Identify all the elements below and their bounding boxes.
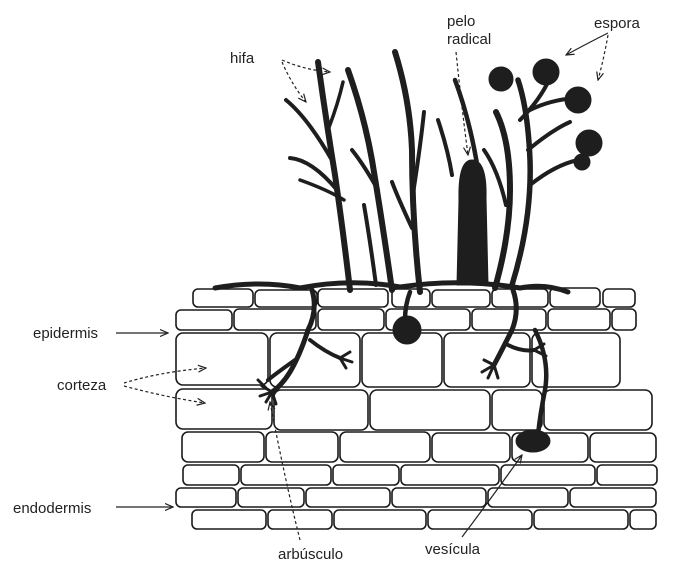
arrow-pelo xyxy=(456,52,468,155)
arrow-hifa-1 xyxy=(282,60,330,72)
internal-vesicle xyxy=(393,316,421,344)
label-pelo: pelo xyxy=(447,13,475,30)
endodermis-cells xyxy=(176,465,657,529)
label-radical: radical xyxy=(447,31,491,48)
vesicle xyxy=(516,430,550,452)
label-hifa: hifa xyxy=(230,50,255,67)
label-arbusculo: arbúsculo xyxy=(278,546,343,561)
arrow-hifa-2 xyxy=(282,62,306,102)
label-endodermis: endodermis xyxy=(13,500,91,517)
label-corteza: corteza xyxy=(57,377,107,394)
external-hyphae xyxy=(286,52,578,292)
label-epidermis: epidermis xyxy=(33,325,98,342)
arrow-espora-2 xyxy=(598,35,608,80)
label-espora: espora xyxy=(594,15,641,32)
root-hair xyxy=(457,160,488,285)
cortex-cells xyxy=(176,333,656,462)
arrow-espora-1 xyxy=(566,33,608,55)
label-vesicula: vesícula xyxy=(425,541,481,558)
